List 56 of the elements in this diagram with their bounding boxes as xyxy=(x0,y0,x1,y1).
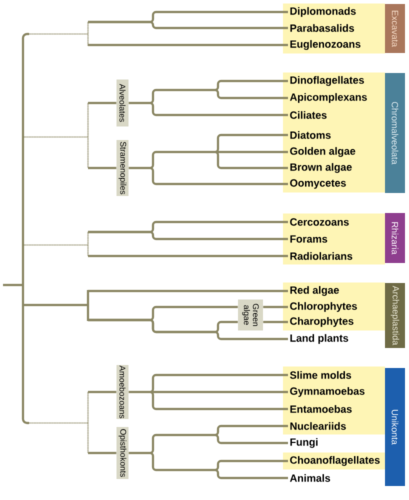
taxon-label: Diatoms xyxy=(290,131,331,139)
tree-branch xyxy=(128,424,290,480)
highlight-band xyxy=(283,72,385,192)
taxon-label: Euglenozoans xyxy=(290,40,360,50)
group-label-bar: Unikonta xyxy=(385,368,405,486)
highlight-band xyxy=(283,452,385,470)
taxon-label: Forams xyxy=(290,235,328,243)
tree-branch xyxy=(128,134,290,186)
taxon-label: Slime molds xyxy=(290,371,352,379)
tree-branch xyxy=(88,290,288,292)
clade-label: Opisthokonts xyxy=(116,427,128,479)
tree-branch xyxy=(263,306,288,308)
tree-branch xyxy=(88,44,288,46)
taxon-label: Choanoflagellates xyxy=(290,456,380,466)
tree-branch xyxy=(128,374,290,410)
tree-branch xyxy=(88,102,116,104)
highlight-band xyxy=(283,4,385,54)
group-label-bar: Archaeplastida xyxy=(385,283,405,348)
clade-label: Alveolates xyxy=(116,80,128,126)
highlight-band xyxy=(283,214,385,264)
taxon-label: Diplomonads xyxy=(290,7,356,17)
group-label-bar: Rhizaria xyxy=(385,213,405,263)
taxon-label: Parabasalids xyxy=(290,24,354,32)
taxon-label: Red algae xyxy=(290,286,339,296)
tree-branch xyxy=(88,318,288,340)
taxon-label: Land plants xyxy=(290,334,348,344)
clade-label: Green algae xyxy=(238,300,263,330)
taxon-label: Oomycetes xyxy=(290,179,346,189)
taxon-label: Dinoflagellates xyxy=(290,76,364,86)
taxon-label: Nucleariids xyxy=(290,422,346,430)
taxon-label: Fungi xyxy=(290,438,318,448)
tree-branch xyxy=(88,390,116,394)
taxon-label: Cercozoans xyxy=(290,218,349,226)
tree-branch xyxy=(88,230,288,240)
tree-branch xyxy=(128,80,290,116)
tree-branch xyxy=(263,320,288,324)
group-label-bar: Excavata xyxy=(385,4,405,53)
taxon-label: Entamoebas xyxy=(290,405,352,413)
taxon-label: Radiolarians xyxy=(290,252,352,260)
tree-branch xyxy=(88,254,288,258)
taxon-label: Animals xyxy=(290,474,330,482)
taxon-label: Apicomplexans xyxy=(290,93,367,103)
clade-label: Amoebozoans xyxy=(116,365,128,419)
taxon-label: Brown algae xyxy=(290,163,352,173)
taxon-label: Charophytes xyxy=(290,317,354,327)
taxon-label: Ciliates xyxy=(290,111,327,119)
highlight-band xyxy=(283,366,385,434)
clade-label: Stramenopiles xyxy=(116,140,128,196)
taxon-label: Golden algae xyxy=(290,147,356,157)
tree-branch xyxy=(88,452,116,454)
tree-branch xyxy=(88,20,288,30)
taxon-label: Gymnamoebas xyxy=(290,387,365,397)
group-label-bar: Chromalveolata xyxy=(385,73,405,193)
taxon-label: Chlorophytes xyxy=(290,302,357,312)
tree-branch xyxy=(88,166,116,170)
highlight-band xyxy=(283,282,385,330)
